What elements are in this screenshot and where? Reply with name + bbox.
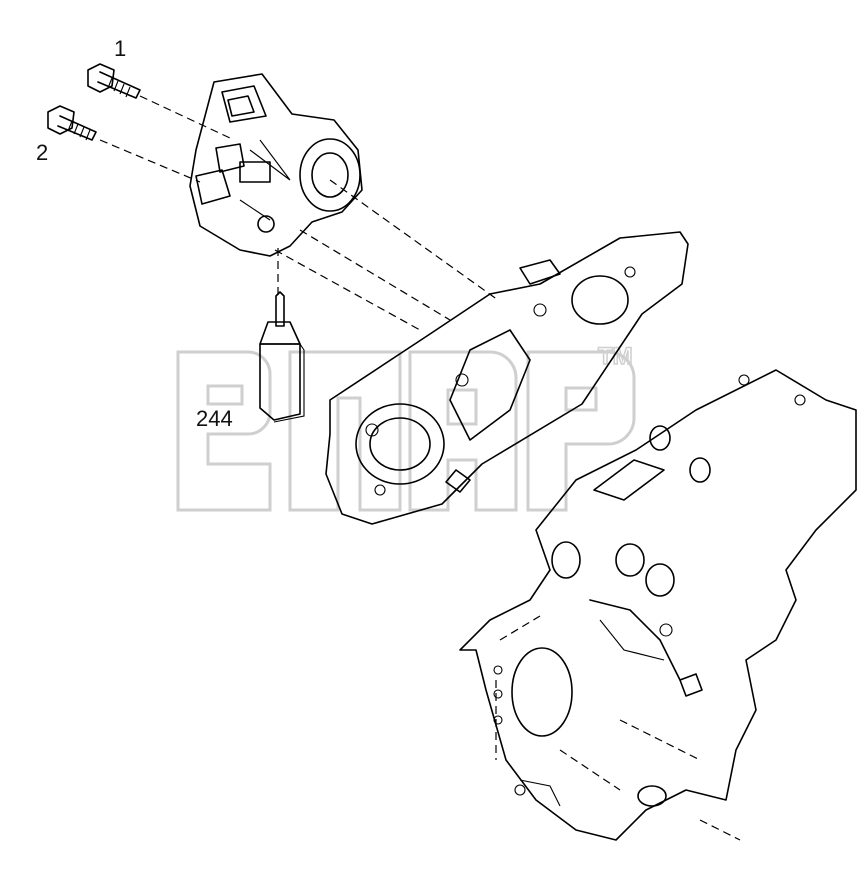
callout-2-label: 2 (36, 140, 48, 165)
trademark-mark: TM (598, 343, 633, 370)
sealant-tube (259, 291, 305, 423)
assembly-lines (99, 95, 499, 331)
bolt-1 (87, 63, 141, 99)
watermark-logo: TM (176, 342, 636, 512)
bolt-2 (47, 105, 97, 141)
front-cover-plate (325, 231, 689, 525)
callout-244-label: 244 (196, 406, 233, 431)
housing-part (189, 73, 363, 257)
engine-block (459, 369, 857, 841)
callout-1-label: 1 (114, 36, 126, 61)
